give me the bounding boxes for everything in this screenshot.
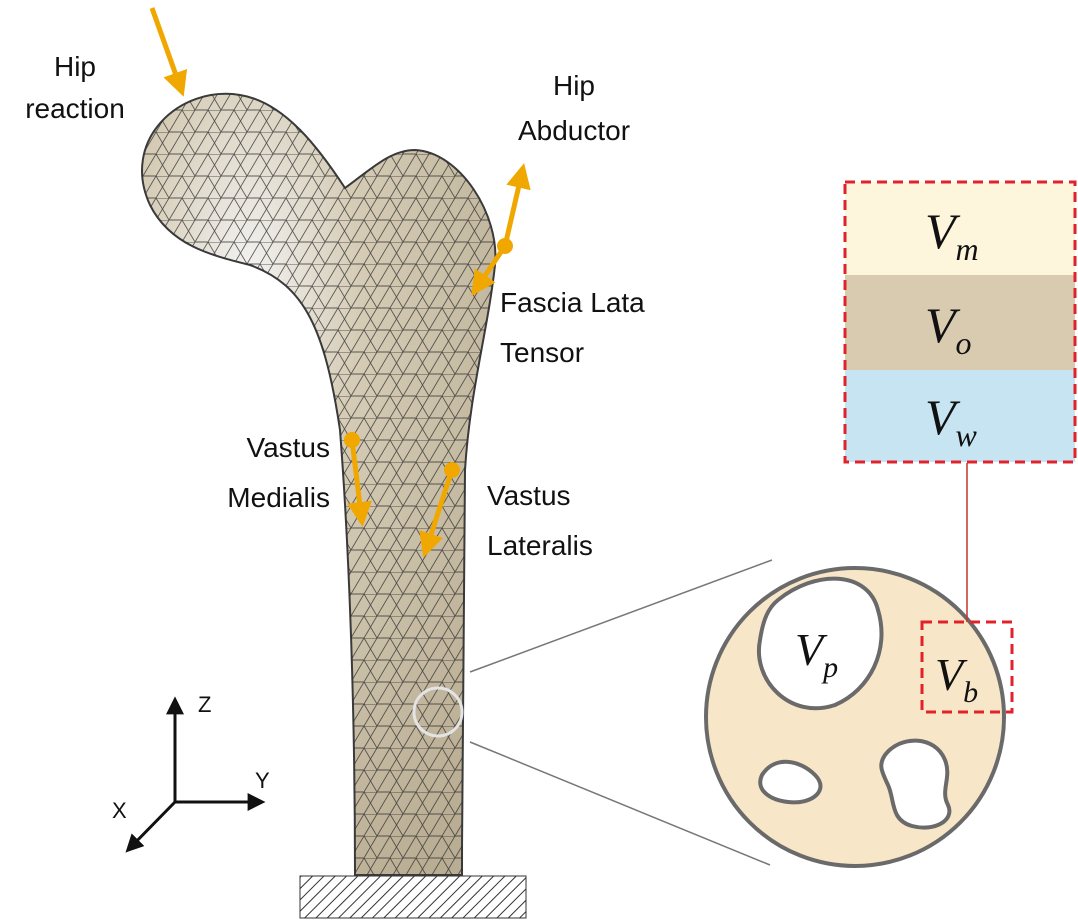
fixed-support-hatch (300, 876, 526, 918)
stack-o-sub: o (956, 325, 972, 361)
hip-abductor-line2: Abductor (518, 115, 630, 146)
stack-m-sub: m (956, 231, 979, 267)
stack-w-sub: w (956, 417, 978, 453)
cross-section: Vp Vb (706, 568, 1012, 866)
fascia-lata-line1: Fascia Lata (500, 287, 645, 318)
vastus-lateralis-line2: Lateralis (487, 530, 593, 561)
matrix-label-sub: b (963, 676, 978, 709)
vastus-medialis-line2: Medialis (227, 482, 330, 513)
femur-bone (100, 80, 520, 880)
y-axis-label: Y (255, 768, 270, 793)
hip-reaction-line2: reaction (25, 93, 125, 124)
hip-abductor-arrow (505, 168, 523, 246)
hip-abductor-line1: Hip (553, 70, 595, 101)
hip-reaction-line1: Hip (54, 51, 96, 82)
z-axis-label: Z (198, 692, 211, 717)
coordinate-axes (128, 700, 262, 850)
vastus-medialis-line1: Vastus (246, 432, 330, 463)
x-axis-label: X (112, 798, 127, 823)
x-axis (128, 802, 175, 850)
pore-label-sub: p (821, 651, 838, 684)
hip-reaction-label: Hip reaction (25, 51, 125, 124)
hip-reaction-arrow (152, 8, 182, 92)
volume-stack: Vm Vo Vw (845, 182, 1075, 462)
fascia-lata-line2: Tensor (500, 337, 584, 368)
vastus-lateralis-line1: Vastus (487, 480, 571, 511)
